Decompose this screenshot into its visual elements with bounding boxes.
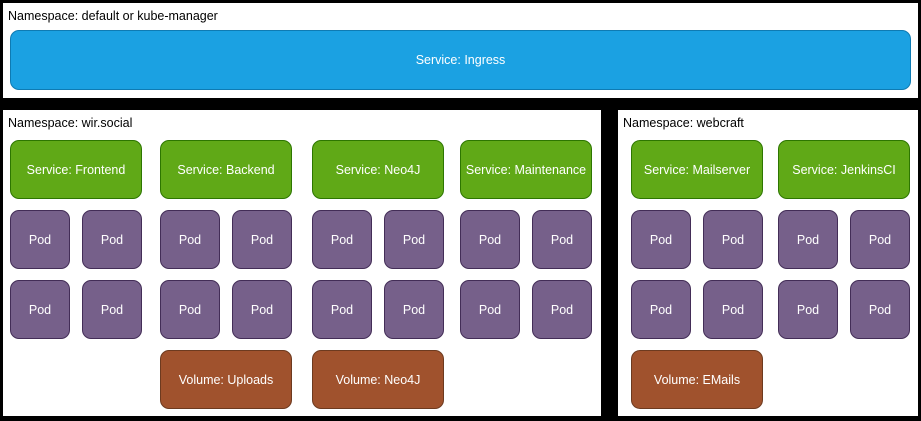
pod: Pod xyxy=(850,210,910,269)
neo4j-column: Service: Neo4J Pod Pod Pod Pod Volume: N… xyxy=(312,140,444,409)
pod-row: Pod Pod xyxy=(312,280,444,339)
pod-row: Pod Pod xyxy=(631,210,763,269)
volume-neo4j-box: Volume: Neo4J xyxy=(312,350,444,409)
volume-emails-box: Volume: EMails xyxy=(631,350,763,409)
pod: Pod xyxy=(460,210,520,269)
pod: Pod xyxy=(82,280,142,339)
pod-row: Pod Pod xyxy=(460,210,592,269)
namespace-panel-wir-social: Namespace: wir.social Service: Frontend … xyxy=(3,110,601,416)
pod-row: Pod Pod xyxy=(631,280,763,339)
pod: Pod xyxy=(160,210,220,269)
pod-row: Pod Pod xyxy=(10,280,142,339)
pod-row: Pod Pod xyxy=(160,280,292,339)
pod-row: Pod Pod xyxy=(778,280,910,339)
service-jenkinsci-box: Service: JenkinsCI xyxy=(778,140,910,199)
service-neo4j-box: Service: Neo4J xyxy=(312,140,444,199)
namespace-panel-webcraft: Namespace: webcraft Service: Mailserver … xyxy=(618,110,918,416)
pod: Pod xyxy=(232,210,292,269)
service-ingress-box: Service: Ingress xyxy=(10,30,911,90)
namespace-label-wir-social: Namespace: wir.social xyxy=(8,116,133,130)
pod: Pod xyxy=(850,280,910,339)
service-backend-box: Service: Backend xyxy=(160,140,292,199)
maintenance-column: Service: Maintenance Pod Pod Pod Pod xyxy=(460,140,592,339)
namespace-label-default: Namespace: default or kube-manager xyxy=(8,9,218,23)
service-mailserver-box: Service: Mailserver xyxy=(631,140,763,199)
pod: Pod xyxy=(703,280,763,339)
backend-column: Service: Backend Pod Pod Pod Pod Volume:… xyxy=(160,140,292,409)
namespace-panel-default: Namespace: default or kube-manager Servi… xyxy=(3,3,918,98)
volume-uploads-box: Volume: Uploads xyxy=(160,350,292,409)
pod: Pod xyxy=(532,210,592,269)
pod: Pod xyxy=(778,280,838,339)
pod: Pod xyxy=(778,210,838,269)
frontend-column: Service: Frontend Pod Pod Pod Pod xyxy=(10,140,142,339)
jenkinsci-column: Service: JenkinsCI Pod Pod Pod Pod xyxy=(778,140,910,339)
service-frontend-box: Service: Frontend xyxy=(10,140,142,199)
pod: Pod xyxy=(82,210,142,269)
pod: Pod xyxy=(312,280,372,339)
pod: Pod xyxy=(703,210,763,269)
pod-row: Pod Pod xyxy=(160,210,292,269)
pod: Pod xyxy=(10,210,70,269)
pod-row: Pod Pod xyxy=(460,280,592,339)
service-maintenance-box: Service: Maintenance xyxy=(460,140,592,199)
pod: Pod xyxy=(384,210,444,269)
pod: Pod xyxy=(232,280,292,339)
pod-row: Pod Pod xyxy=(10,210,142,269)
pod-row: Pod Pod xyxy=(778,210,910,269)
pod: Pod xyxy=(631,210,691,269)
pod: Pod xyxy=(10,280,70,339)
pod: Pod xyxy=(532,280,592,339)
pod-row: Pod Pod xyxy=(312,210,444,269)
pod: Pod xyxy=(160,280,220,339)
pod: Pod xyxy=(631,280,691,339)
pod: Pod xyxy=(460,280,520,339)
pod: Pod xyxy=(384,280,444,339)
mailserver-column: Service: Mailserver Pod Pod Pod Pod Volu… xyxy=(631,140,763,409)
namespace-label-webcraft: Namespace: webcraft xyxy=(623,116,744,130)
pod: Pod xyxy=(312,210,372,269)
